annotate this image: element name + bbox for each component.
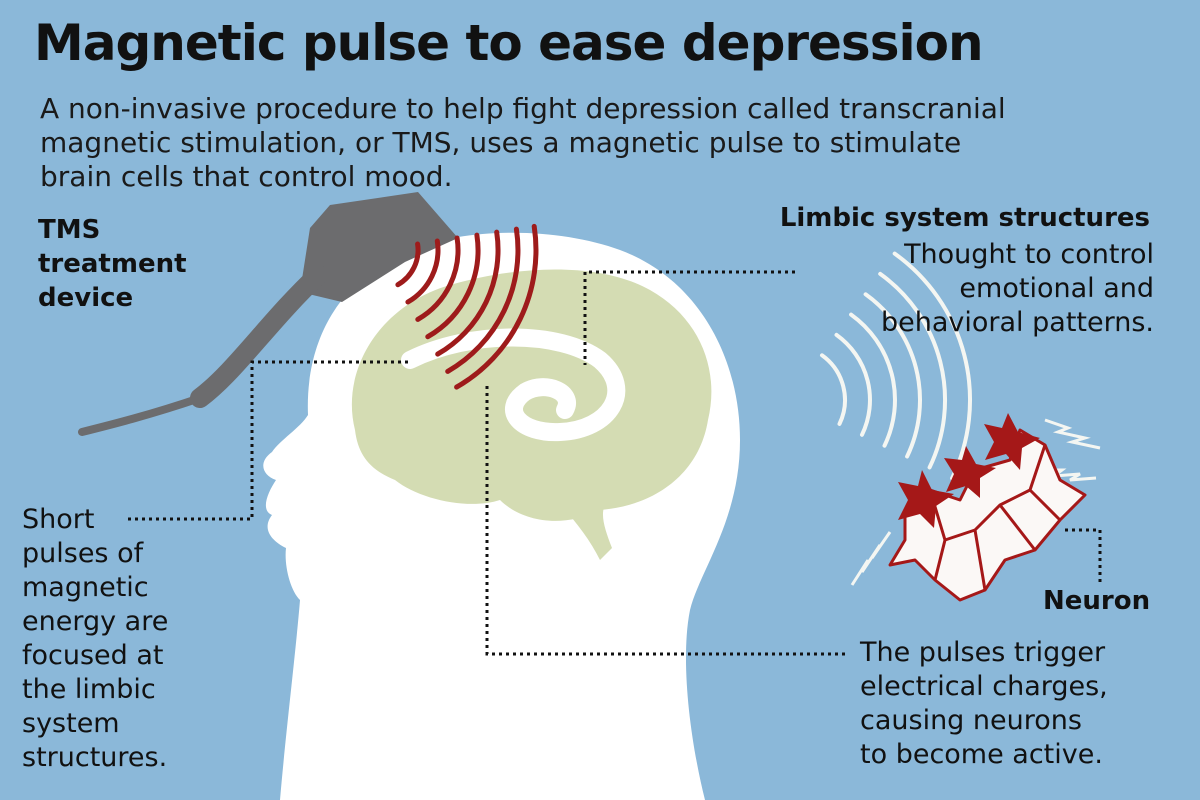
- pulse-wave-arc: [415, 235, 461, 322]
- neuron-links: [928, 444, 1062, 591]
- limbic-description-line: emotional and: [959, 273, 1154, 304]
- neuron-cell-body: [898, 470, 954, 528]
- neuron-label: Neuron: [1043, 586, 1151, 616]
- spark-icon: [1040, 468, 1097, 482]
- pulse-wave-arc: [445, 226, 521, 374]
- limbic-heading: Limbic system structures: [779, 203, 1150, 233]
- neuron-network: [888, 413, 1087, 602]
- tms-cable-tail: [78, 394, 204, 436]
- pulses-label-line: Short: [22, 504, 95, 535]
- pulses-label-line: energy are: [22, 606, 169, 637]
- limbic-description-line: behavioral patterns.: [881, 307, 1154, 338]
- tms-device-label-line: TMS: [38, 215, 101, 245]
- leader-neuron: [1065, 528, 1102, 585]
- signal-wave-arc: [834, 332, 872, 437]
- signal-wave-arc: [892, 251, 972, 481]
- pulse-wave-arc: [435, 229, 501, 357]
- intro-line: brain cells that control mood.: [40, 160, 453, 193]
- pulse-wave-arc: [405, 238, 441, 305]
- neuron-signal-waves: [820, 251, 972, 481]
- page-title: Magnetic pulse to ease depression: [34, 14, 984, 72]
- pulses-label-line: the limbic: [22, 674, 156, 705]
- neuron-cell-body: [944, 446, 996, 498]
- pulse-wave-arc: [395, 241, 421, 288]
- signal-wave-arc: [863, 292, 922, 459]
- trigger-label-line: electrical charges,: [860, 671, 1108, 702]
- tms-device-label-line: treatment: [38, 249, 187, 279]
- pulses-label-line: magnetic: [22, 572, 149, 603]
- signal-wave-arc: [820, 353, 847, 426]
- intro-line: A non-invasive procedure to help fight d…: [40, 92, 1006, 125]
- leader-limbic: [583, 270, 795, 365]
- pulse-wave-arc: [454, 223, 539, 390]
- leader-lines: [128, 270, 1102, 656]
- trigger-label: The pulses trigger electrical charges, c…: [860, 636, 1108, 772]
- magnetic-pulse-waves: [395, 223, 539, 390]
- neuron-cell-body: [984, 413, 1040, 470]
- spark-icon: [1044, 418, 1101, 450]
- pulses-label-line: system: [22, 708, 120, 739]
- pulses-label: Short pulses of magnetic energy are focu…: [22, 503, 168, 775]
- signal-wave-arc: [849, 312, 897, 448]
- pulses-label-line: pulses of: [22, 538, 144, 569]
- spark-icon: [850, 531, 892, 586]
- tms-device: [78, 192, 458, 436]
- trigger-label-line: The pulses trigger: [860, 637, 1106, 668]
- limbic-description-line: Thought to control: [904, 239, 1154, 270]
- tms-device-label: TMS treatment device: [38, 213, 187, 315]
- spark-icons: [850, 418, 1101, 586]
- tms-device-label-line: device: [38, 283, 134, 313]
- intro-line: magnetic stimulation, or TMS, uses a mag…: [40, 126, 962, 159]
- leader-trigger: [485, 385, 845, 656]
- trigger-label-line: causing neurons: [860, 705, 1082, 736]
- limbic-structure: [401, 328, 626, 442]
- limbic-description: Thought to control emotional and behavio…: [881, 238, 1154, 340]
- tms-coil-head: [300, 192, 458, 302]
- tms-cable: [190, 265, 328, 408]
- pulse-wave-arc: [425, 232, 481, 340]
- signal-wave-arc: [878, 271, 948, 470]
- leader-pulses: [128, 360, 410, 521]
- trigger-label-line: to become active.: [860, 739, 1103, 770]
- pulses-label-line: focused at: [22, 640, 164, 671]
- brainstem: [560, 505, 612, 560]
- pulses-label-line: structures.: [22, 742, 168, 773]
